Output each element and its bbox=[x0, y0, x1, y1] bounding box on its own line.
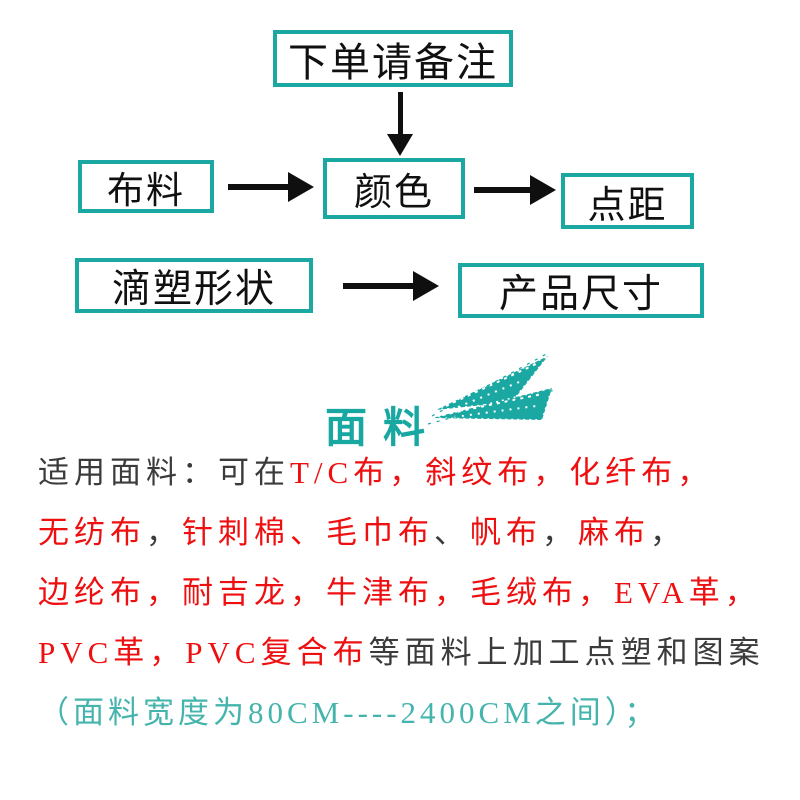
flow-node-label: 布料 bbox=[107, 169, 185, 211]
text-segment: ， bbox=[542, 515, 578, 550]
flow-node-drip-shape: 滴塑形状 bbox=[75, 258, 313, 313]
flow-node-label: 产品尺寸 bbox=[498, 272, 663, 316]
flow-node-order-note: 下单请备注 bbox=[273, 30, 513, 87]
flow-node-label: 下单请备注 bbox=[288, 40, 498, 85]
arrow-right-icon bbox=[343, 271, 439, 301]
flow-node-dot-pitch: 点距 bbox=[561, 173, 694, 229]
arrow-head bbox=[288, 172, 314, 202]
arrow-down-icon bbox=[387, 92, 413, 156]
text-segment: （面料宽度为80CM----2400CM之间）； bbox=[38, 695, 660, 730]
paragraph-line: PVC革，PVC复合布等面料上加工点塑和图案 bbox=[38, 623, 773, 683]
text-segment: T/C布， bbox=[290, 455, 426, 490]
flow-node-label: 点距 bbox=[587, 184, 668, 227]
text-segment: 化纤布， bbox=[569, 455, 714, 490]
paragraph-line: 无纺布，针刺棉、毛巾布、帆布，麻布， bbox=[38, 503, 773, 563]
text-segment: 帆布 bbox=[470, 515, 542, 550]
text-segment: 针刺棉、 bbox=[182, 515, 326, 550]
text-segment: 适用面料：可在 bbox=[38, 455, 290, 490]
text-segment: 斜纹布， bbox=[425, 455, 570, 490]
fabric-description: 适用面料：可在T/C布，斜纹布，化纤布，无纺布，针刺棉、毛巾布、帆布，麻布，边纶… bbox=[38, 443, 773, 743]
flow-node-color: 颜色 bbox=[323, 158, 465, 219]
paragraph-line: （面料宽度为80CM----2400CM之间）； bbox=[38, 683, 773, 743]
arrow-right-icon bbox=[228, 172, 314, 202]
paper-plane-icon bbox=[427, 351, 556, 425]
text-segment: ， bbox=[650, 515, 686, 550]
arrow-shaft bbox=[228, 184, 288, 190]
arrow-shaft bbox=[397, 92, 403, 134]
arrow-head bbox=[413, 271, 439, 301]
section-heading-fabric: 面料 bbox=[325, 406, 442, 452]
text-segment: 毛巾布 bbox=[326, 515, 434, 550]
text-segment: PVC革，PVC复合布 bbox=[38, 635, 369, 670]
arrow-head bbox=[530, 175, 556, 205]
text-segment: 等面料上加工点塑和图案 bbox=[368, 635, 765, 670]
arrow-shaft bbox=[474, 187, 530, 193]
arrow-shaft bbox=[343, 283, 413, 289]
arrow-right-icon bbox=[474, 175, 556, 205]
flow-node-label: 颜色 bbox=[353, 172, 434, 214]
text-segment: 边纶布，耐吉龙，牛津布，毛绒布，EVA革， bbox=[38, 575, 761, 610]
text-segment: ， bbox=[146, 515, 182, 550]
paragraph-line: 适用面料：可在T/C布，斜纹布，化纤布， bbox=[38, 443, 773, 503]
flow-node-product-size: 产品尺寸 bbox=[458, 263, 704, 318]
text-segment: 无纺布 bbox=[38, 515, 146, 550]
flow-node-fabric: 布料 bbox=[78, 160, 214, 213]
text-segment: 、 bbox=[434, 515, 470, 550]
paragraph-line: 边纶布，耐吉龙，牛津布，毛绒布，EVA革， bbox=[38, 563, 773, 623]
flow-node-label: 滴塑形状 bbox=[111, 267, 276, 311]
arrow-head bbox=[387, 134, 413, 156]
text-segment: 麻布 bbox=[578, 515, 650, 550]
